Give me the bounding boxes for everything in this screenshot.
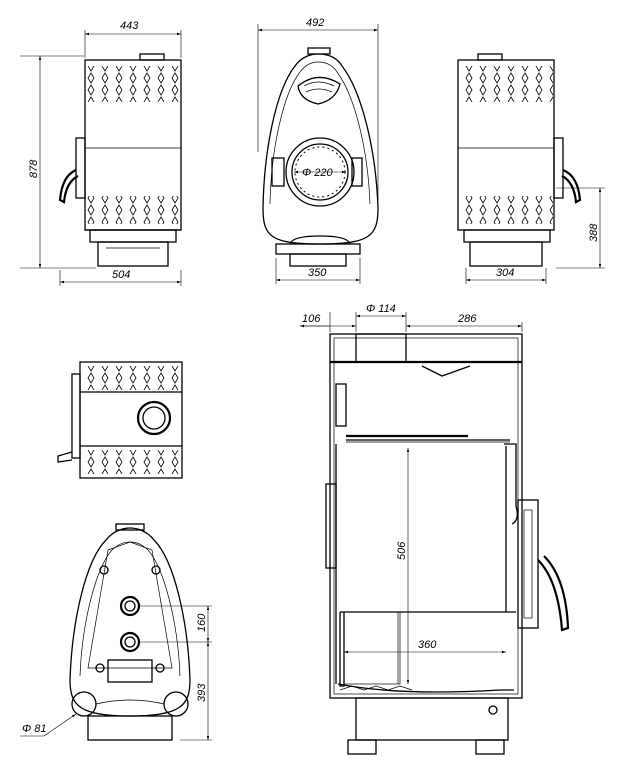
section-view: 506 360 106 Φ 114 286 — [300, 303, 570, 755]
front-view: 443 878 504 — [20, 20, 182, 286]
top-flue-outlet — [136, 400, 172, 436]
dim-front-width-bottom: 504 — [112, 269, 130, 281]
dim-left-offset: 106 — [302, 313, 321, 325]
door-assembly — [517, 499, 539, 629]
top-vent-lower — [82, 450, 180, 474]
dim-pipe-diameter: Φ 81 — [22, 723, 47, 735]
pipe-left — [71, 691, 97, 717]
dim-flue-diameter: Φ 114 — [366, 303, 396, 315]
top-door-edge — [71, 373, 81, 459]
door-hinge — [75, 137, 86, 199]
dim-front-width-top: 443 — [120, 20, 139, 32]
logo-badge — [297, 76, 341, 105]
top-view — [57, 361, 183, 479]
bottom-base — [87, 715, 173, 741]
ash-drawer — [97, 241, 169, 267]
dim-rear-height: 388 — [588, 223, 600, 242]
section-base — [355, 697, 509, 741]
vent-holes-bottom — [86, 196, 180, 224]
door-handle — [58, 168, 79, 204]
base-plate — [89, 229, 177, 243]
viewing-window — [291, 143, 349, 201]
door-body — [262, 53, 379, 245]
dim-bottom-height: 393 — [196, 683, 208, 702]
vent-holes-top — [86, 66, 180, 102]
bottom-outline — [69, 527, 191, 717]
rear-handle — [561, 168, 582, 204]
dim-chamber-height: 506 — [396, 541, 408, 560]
pipe-right — [163, 691, 189, 717]
dim-rear-base: 304 — [496, 267, 514, 279]
rear-vent-top — [459, 66, 553, 102]
dim-door-base: 350 — [308, 267, 327, 279]
dim-pipe-spacing: 160 — [196, 613, 208, 632]
top-collar-2 — [307, 47, 331, 55]
top-collar — [139, 53, 165, 61]
left-hinge — [271, 157, 285, 187]
dim-right-offset: 286 — [457, 313, 477, 325]
pipe-fitting-lower — [119, 631, 141, 653]
dim-opening: Φ 220 — [302, 167, 333, 179]
rear-vent-bottom — [459, 196, 553, 224]
dim-chamber-width: 360 — [418, 639, 437, 651]
door-base — [275, 243, 361, 255]
rear-view: 388 304 — [457, 53, 605, 284]
clean-out-plate — [107, 659, 153, 683]
door-face-view: Φ 220 492 350 — [257, 17, 379, 284]
dim-door-width: 492 — [306, 17, 324, 29]
top-vent-upper — [82, 366, 180, 390]
bottom-view: 160 393 Φ 81 — [20, 523, 212, 741]
right-latch — [351, 157, 363, 187]
side-door-hinge — [325, 483, 337, 569]
rear-hinge — [553, 137, 564, 199]
viewing-window-rim — [285, 137, 355, 207]
dim-front-height: 878 — [28, 159, 40, 178]
section-handle — [537, 555, 570, 632]
pipe-fitting-upper — [119, 595, 141, 617]
